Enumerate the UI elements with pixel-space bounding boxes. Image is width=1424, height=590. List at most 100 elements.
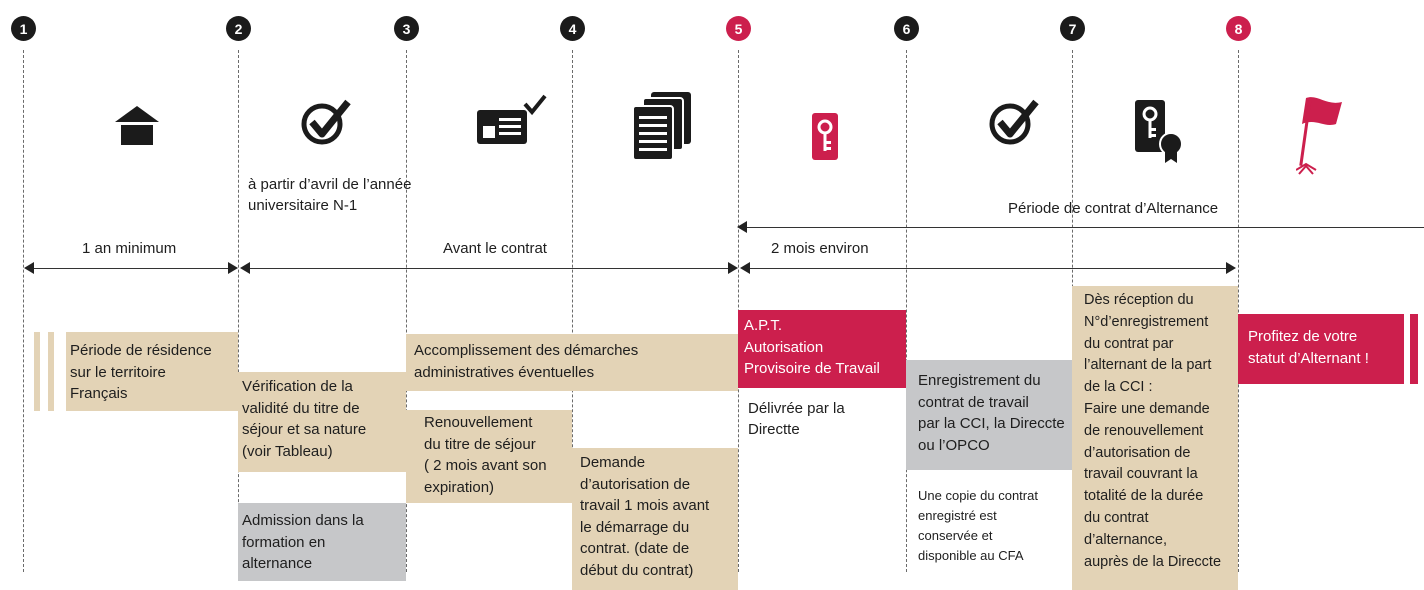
box-line: du contrat par — [1084, 335, 1174, 352]
box-line: Accomplissement des démarches — [414, 342, 639, 359]
documents-icon — [632, 92, 691, 161]
timeline-divider-4 — [572, 50, 573, 572]
checkmark-icon — [989, 99, 1039, 145]
apt-box: A.P.T. Autorisation Provisoire de Travai… — [738, 310, 906, 388]
step-marker-1: 1 — [11, 16, 36, 41]
box-line: travail couvrant la — [1084, 466, 1198, 483]
note-line: conservée et — [918, 528, 993, 543]
step-marker-3: 3 — [394, 16, 419, 41]
box-line: administratives éventuelles — [414, 363, 595, 381]
box-line: Vérification de la — [242, 378, 353, 395]
box-line: A.P.T. — [744, 317, 783, 334]
box-line: Demande — [580, 454, 646, 471]
step2-note: à partir d’avril de l’année universitair… — [248, 174, 411, 216]
note-line: Directte — [748, 421, 800, 438]
note-line: enregistré est — [918, 508, 997, 523]
box-line: Faire une demande — [1084, 400, 1210, 417]
arrow-head-right — [728, 262, 738, 274]
box-line: Dès réception du — [1084, 292, 1194, 308]
demande-box: Demande d’autorisation de travail 1 mois… — [572, 448, 738, 590]
box-line: Autorisation — [744, 338, 824, 356]
box-line: par la CCI, la Direccte — [918, 415, 1065, 432]
residence-box: Période de résidence sur le territoire F… — [66, 332, 238, 411]
duration-arrow-1an — [32, 268, 230, 269]
note-line: disponible au CFA — [918, 548, 1024, 563]
box-line: l’alternant de la part — [1084, 357, 1212, 374]
renouvellement-box: Renouvellement du titre de séjour ( 2 mo… — [406, 410, 572, 503]
box-line: alternance — [242, 555, 313, 572]
box-line: d’autorisation de — [1084, 444, 1191, 461]
box-line: travail 1 mois avant — [580, 497, 710, 514]
box-line: le démarrage du — [580, 518, 690, 536]
box-line: Renouvellement — [424, 414, 533, 431]
step-marker-7: 7 — [1060, 16, 1085, 41]
home-icon — [115, 106, 159, 145]
duration-arrow-avant — [248, 268, 730, 269]
admission-box: Admission dans la formation en alternanc… — [238, 503, 406, 581]
box-line: statut d’Alternant ! — [1248, 349, 1369, 367]
box-line: Français — [70, 385, 128, 402]
duration-arrow-2mois — [748, 268, 1228, 269]
note-line: Une copie du contrat — [918, 488, 1038, 503]
box-line: Admission dans la — [242, 512, 364, 529]
id-card-check-icon — [477, 94, 547, 144]
note-line: Délivrée par la — [748, 400, 845, 417]
contract-period-arrow-line — [745, 227, 1424, 228]
box-line: Enregistrement du — [918, 372, 1041, 389]
key-badge-icon — [812, 113, 838, 160]
step-marker-8: 8 — [1226, 16, 1251, 41]
certificate-key-icon — [1135, 100, 1183, 163]
arrow-head-left — [240, 262, 250, 274]
box-line: contrat de travail — [918, 393, 1029, 411]
box-line: de renouvellement — [1084, 422, 1204, 439]
arrow-head-left — [24, 262, 34, 274]
timeline-divider-6 — [906, 50, 907, 572]
box-line: de la CCI : — [1084, 379, 1153, 396]
box-line: d’alternance, — [1084, 531, 1168, 548]
box-line: validité du titre de — [242, 399, 360, 417]
box-line: Profitez de votre — [1248, 328, 1358, 345]
checkmark-icon — [301, 99, 351, 145]
box-line: formation en — [242, 533, 326, 551]
box-line: totalité de la durée — [1084, 488, 1204, 505]
verification-box: Vérification de la validité du titre de … — [238, 372, 406, 472]
box-line: N°d’enregistrement — [1084, 313, 1209, 330]
step-marker-6: 6 — [894, 16, 919, 41]
arrow-head-right — [1226, 262, 1236, 274]
step-marker-4: 4 — [560, 16, 585, 41]
box-line: ( 2 mois avant son — [424, 457, 547, 474]
note-line: universitaire N-1 — [248, 197, 358, 214]
timeline-divider-1 — [23, 50, 24, 572]
box-line: expiration) — [424, 478, 495, 496]
box-line: du titre de séjour — [424, 435, 536, 453]
residence-stripe — [34, 332, 40, 411]
contract-period-label: Période de contrat d’Alternance — [1008, 200, 1219, 217]
box-line: (voir Tableau) — [242, 442, 333, 460]
box-line: début du contrat) — [580, 561, 694, 579]
box-line: séjour et sa nature — [242, 421, 367, 438]
enregistrement-box: Enregistrement du contrat de travail par… — [906, 360, 1072, 470]
timeline-divider-8 — [1238, 50, 1239, 572]
box-line: auprès de la Direccte — [1084, 553, 1222, 570]
profitez-box: Profitez de votre statut d’Alternant ! — [1238, 314, 1404, 384]
arrow-head-left — [740, 262, 750, 274]
flag-icon — [1296, 97, 1342, 175]
box-line: d’autorisation de — [580, 475, 691, 493]
span-label-1an: 1 an minimum — [82, 240, 177, 257]
span-label-avant: Avant le contrat — [443, 240, 547, 257]
reception-box: Dès réception du N°d’enregistrement du c… — [1072, 286, 1238, 590]
box-line: sur le territoire — [70, 363, 166, 381]
contract-period-arrow-head — [737, 221, 747, 233]
apt-note: Délivrée par la Directte — [748, 398, 845, 440]
copy-note: Une copie du contrat enregistré est cons… — [918, 486, 1038, 566]
box-line: Provisoire de Travail — [744, 360, 880, 377]
demarches-box: Accomplissement des démarches administra… — [406, 334, 738, 391]
box-line: du contrat — [1084, 509, 1149, 526]
box-line: Période de résidence — [70, 342, 212, 359]
span-label-2mois: 2 mois environ — [771, 240, 869, 257]
arrow-head-right — [228, 262, 238, 274]
step-marker-5: 5 — [726, 16, 751, 41]
timeline-divider-3 — [406, 50, 407, 572]
box-line: ou l’OPCO — [918, 436, 990, 454]
note-line: à partir d’avril de l’année — [248, 176, 412, 193]
